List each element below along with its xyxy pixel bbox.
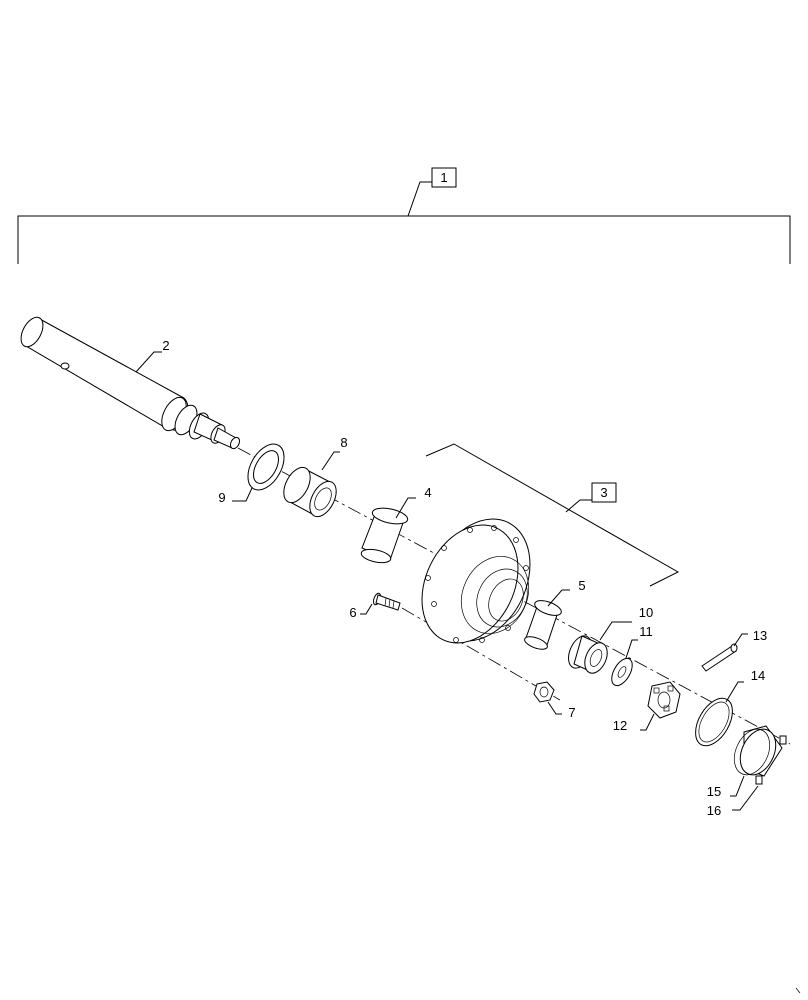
callout-11: 11 xyxy=(639,624,653,639)
wheel-nut: 7 xyxy=(533,681,576,720)
spindle-shaft: 2 xyxy=(20,316,241,450)
callout-6: 6 xyxy=(349,605,356,620)
assembly-bracket-1: 1 xyxy=(17,167,791,264)
outer-bearing-cone: 10 xyxy=(568,605,653,674)
callout-9: 9 xyxy=(218,490,225,505)
callout-1: 1 xyxy=(440,170,447,185)
outer-bearing-cup: 5 xyxy=(524,578,586,650)
seal-ring: 9 xyxy=(218,443,285,505)
callout-12: 12 xyxy=(613,718,627,733)
callout-16: 16 xyxy=(707,803,721,818)
callout-2: 2 xyxy=(162,338,169,353)
callout-4: 4 xyxy=(424,485,431,500)
callout-13: 13 xyxy=(753,628,767,643)
castle-nut: 12 xyxy=(613,681,681,733)
callout-5: 5 xyxy=(578,578,585,593)
hub-cap-gasket: 14 xyxy=(695,668,765,747)
assembly-bracket-3: 3 xyxy=(425,443,680,587)
callout-15: 15 xyxy=(707,784,721,799)
cotter-pin: 13 xyxy=(701,628,767,672)
callout-box-1 xyxy=(431,167,457,188)
callout-7: 7 xyxy=(568,705,575,720)
inner-bearing-cup: 4 xyxy=(360,485,432,564)
corner-mark xyxy=(795,987,801,994)
hub-cap-screw: 16 xyxy=(707,735,787,818)
wheel-hub xyxy=(421,518,531,644)
hub-cap: 15 xyxy=(707,725,783,799)
callout-14: 14 xyxy=(751,668,765,683)
wheel-stud: 6 xyxy=(349,592,401,620)
callout-8: 8 xyxy=(340,435,347,450)
callout-10: 10 xyxy=(639,605,653,620)
callout-box-3 xyxy=(591,482,617,503)
callout-3: 3 xyxy=(600,485,607,500)
spindle-washer: 11 xyxy=(611,624,653,687)
inner-bearing-cone: 8 xyxy=(283,435,348,518)
